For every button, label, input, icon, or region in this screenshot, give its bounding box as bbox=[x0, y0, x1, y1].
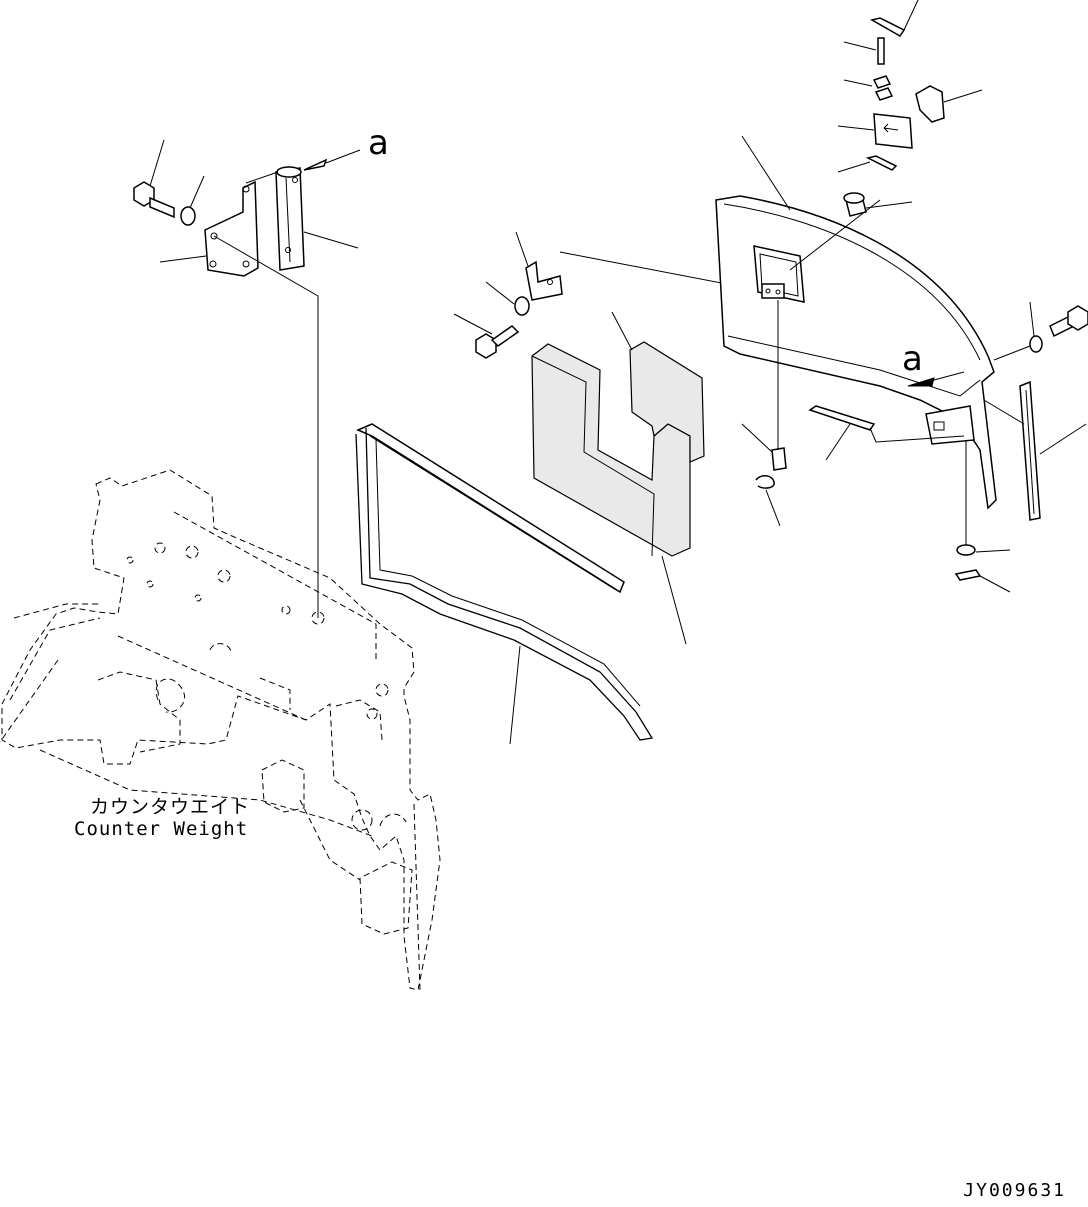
center-bracket-assembly bbox=[453, 231, 769, 359]
latch-assembly bbox=[837, 0, 983, 173]
cover-panel bbox=[715, 135, 997, 510]
hinge-bracket-assembly bbox=[133, 139, 361, 618]
lock-rod-assembly bbox=[741, 300, 965, 527]
counterweight bbox=[0, 469, 441, 991]
reference-label-a-right: a bbox=[902, 339, 923, 379]
reference-label-a-left: a bbox=[368, 123, 389, 163]
seal-frame bbox=[355, 423, 654, 745]
washer-left bbox=[180, 206, 196, 226]
sponge-pad bbox=[531, 311, 705, 645]
right-fasteners bbox=[954, 301, 1088, 593]
drawing-number: JY009631 bbox=[963, 1180, 1066, 1201]
bolt-left bbox=[133, 181, 175, 219]
counterweight-label-english: Counter Weight bbox=[74, 818, 249, 840]
bracket-plate bbox=[204, 180, 259, 277]
counterweight-label-japanese: カウンタウエイト bbox=[90, 796, 251, 818]
